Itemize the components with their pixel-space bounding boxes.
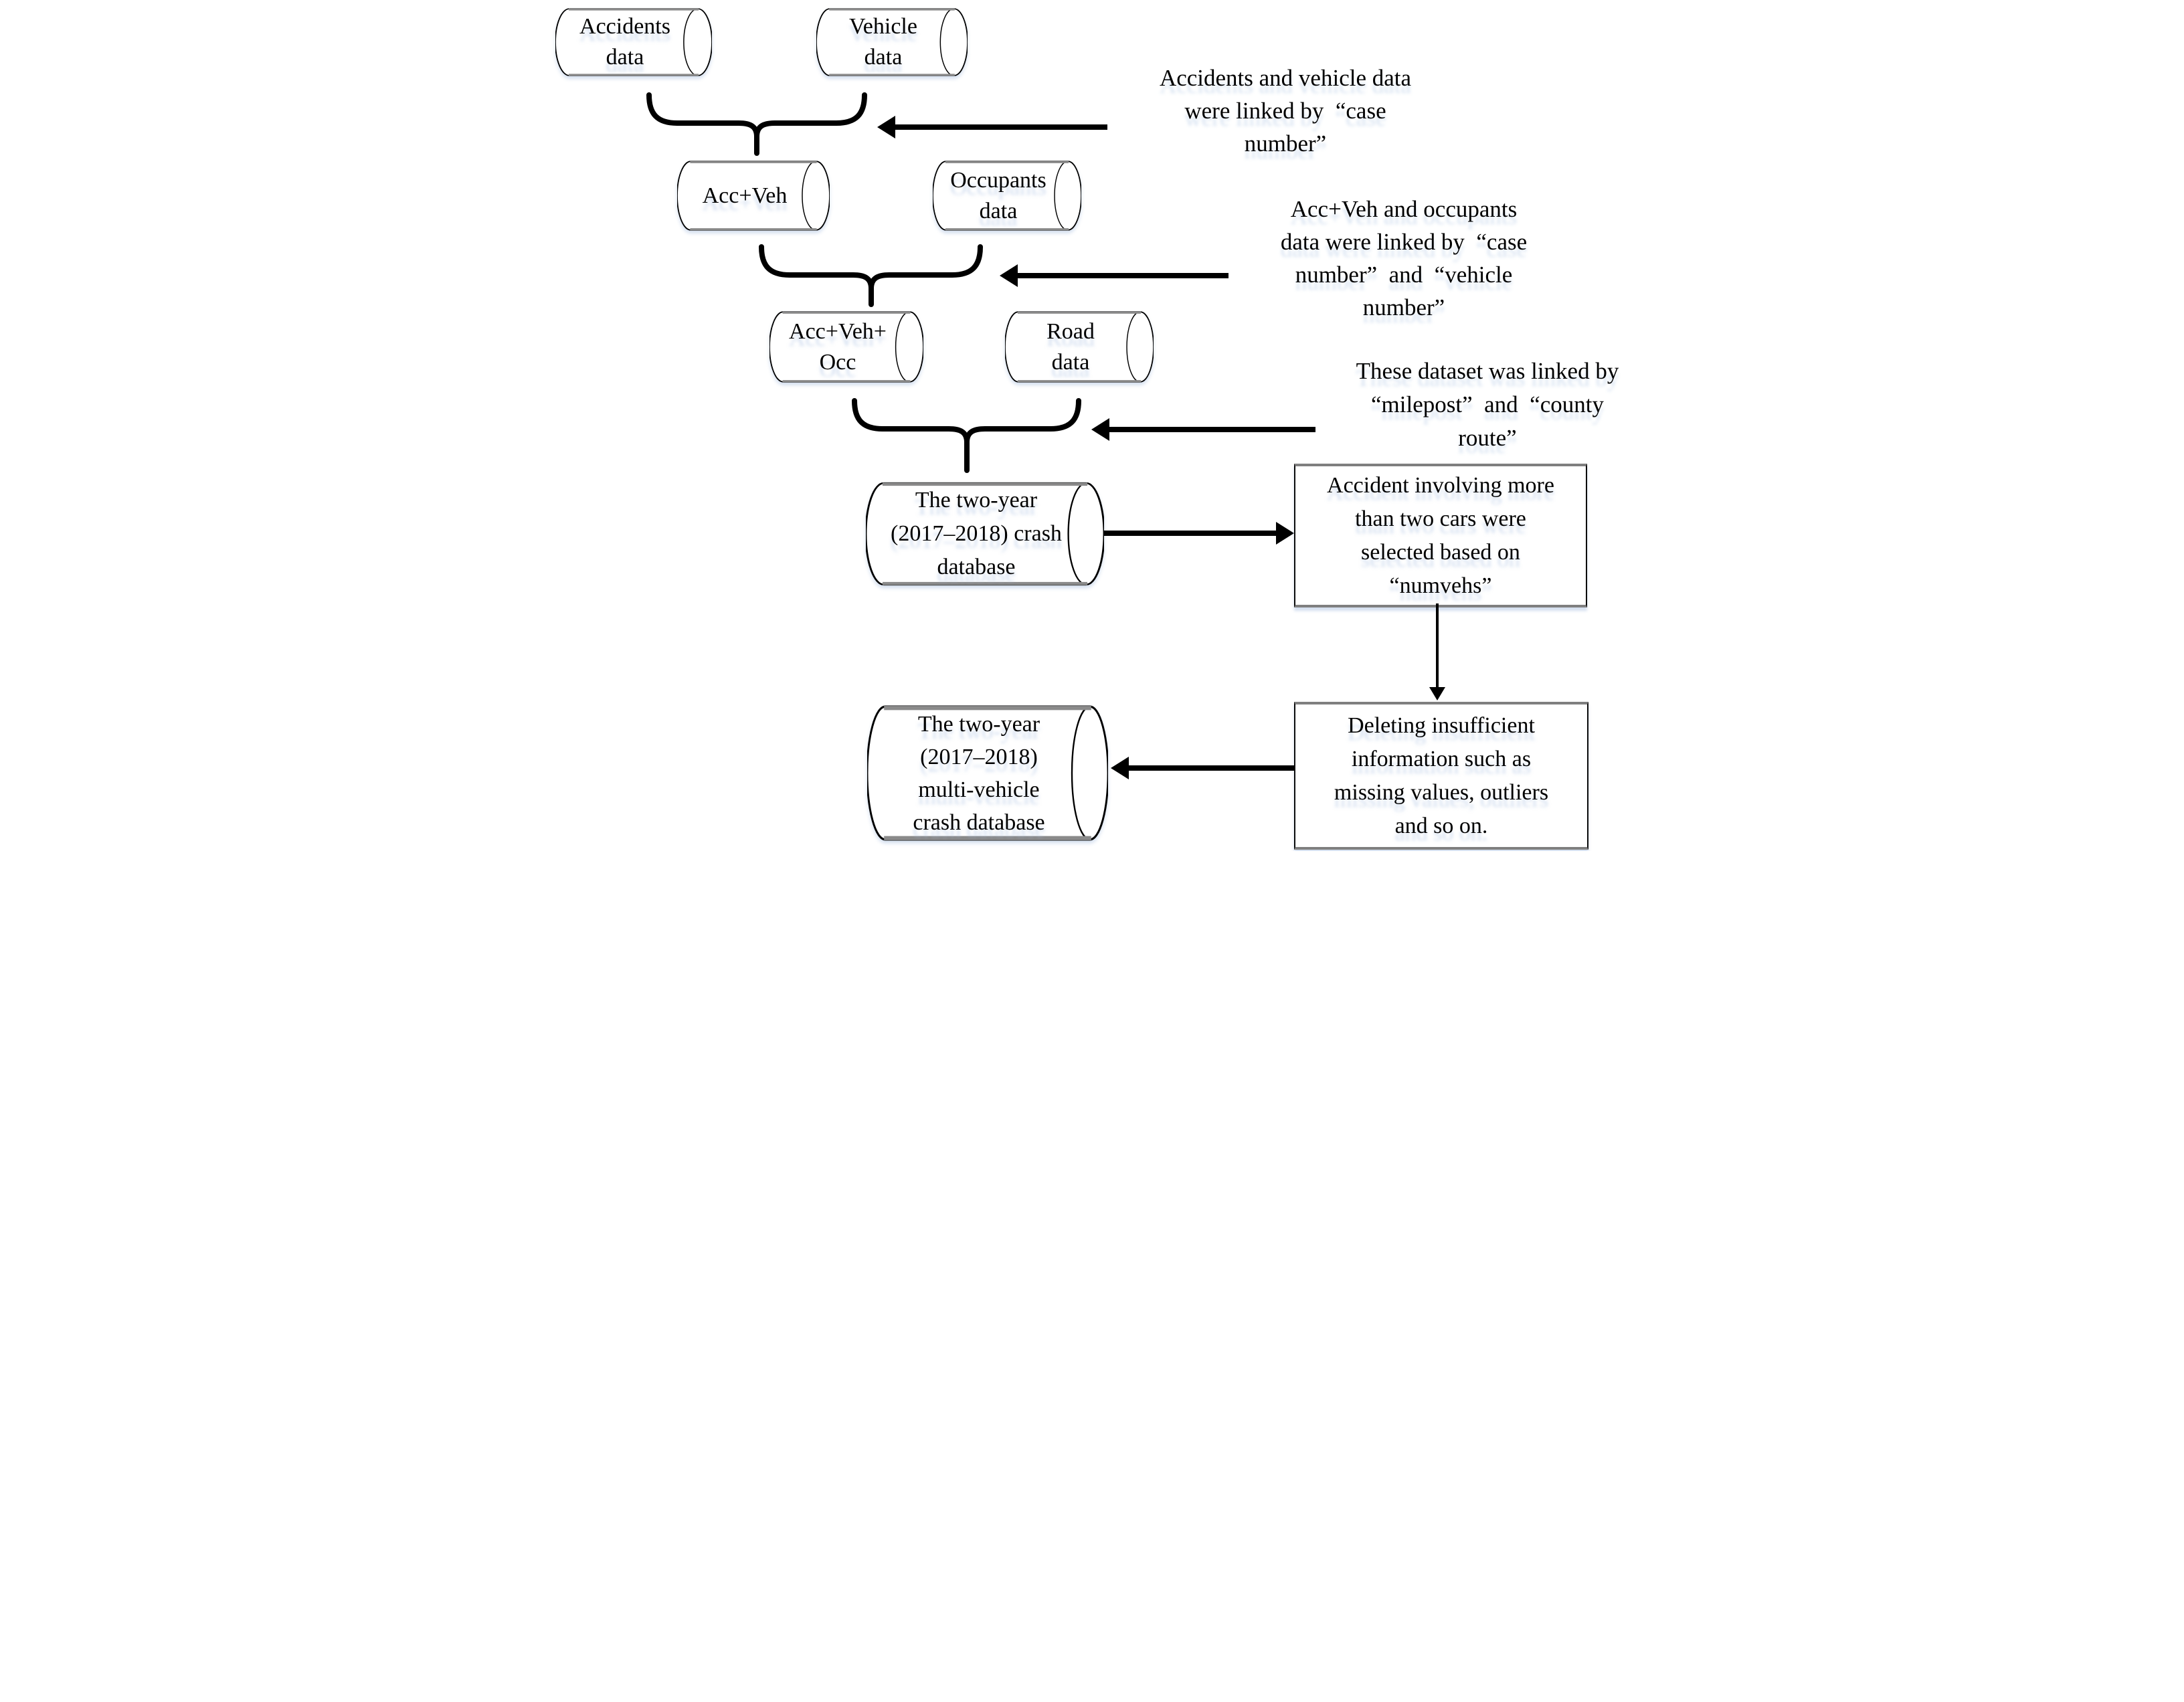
cylinder-shape-icon — [866, 482, 1104, 586]
annotation-link-case-number: Accidents and vehicle data were linked b… — [1159, 65, 1412, 157]
flow-diagram: Accidents data Vehicle data Accidents an… — [546, 0, 1638, 851]
cylinder-accidents-data: Accidents data — [555, 7, 712, 77]
merge-brace-2 — [759, 244, 983, 307]
arrow-shaft — [893, 124, 1107, 130]
annotation-arrow-2 — [1000, 264, 1228, 287]
cylinder-shape-icon — [867, 705, 1108, 841]
arrowhead-left-icon — [1000, 264, 1018, 287]
process-box-label: Accident involving more than two cars we… — [1327, 472, 1554, 598]
cylinder-label: Occupants data — [950, 167, 1046, 223]
arrow-shaft — [1436, 603, 1439, 688]
cylinder-shape-icon — [1005, 311, 1154, 383]
cylinder-label: The two-year (2017–2018) multi-vehicle c… — [913, 711, 1045, 835]
cylinder-road-data: Road data — [1005, 310, 1154, 383]
annotation-link-case-vehicle-number: Acc+Veh and occupants data were linked b… — [1280, 196, 1528, 320]
arrow-shaft — [1104, 531, 1278, 536]
cylinder-shape-icon — [555, 8, 712, 76]
annotation-arrow-1 — [877, 116, 1107, 138]
cylinder-shape-icon — [769, 311, 923, 383]
arrow-shaft — [1016, 273, 1228, 278]
process-arrow-to-select — [1104, 522, 1294, 545]
process-arrow-down — [1429, 603, 1445, 700]
cylinder-label: Accidents data — [579, 14, 670, 70]
merge-brace-3 — [852, 398, 1081, 473]
cylinder-multi-vehicle-crash-database: The two-year (2017–2018) multi-vehicle c… — [867, 704, 1108, 842]
process-box-delete-insufficient: Deleting insufficient information such a… — [1294, 702, 1588, 850]
cylinder-acc-veh: Acc+Veh — [677, 160, 830, 231]
cylinder-two-year-crash-database: The two-year (2017–2018) crash database — [866, 481, 1104, 587]
arrowhead-left-icon — [877, 116, 895, 138]
merge-brace-1 — [646, 92, 867, 156]
arrow-shaft — [1127, 765, 1294, 771]
arrowhead-down-icon — [1429, 687, 1445, 700]
cylinder-label: Acc+Veh — [702, 183, 788, 208]
arrowhead-left-icon — [1111, 757, 1129, 779]
arrow-shaft — [1107, 427, 1315, 432]
process-box-label: Deleting insufficient information such a… — [1334, 713, 1549, 838]
arrowhead-right-icon — [1276, 522, 1294, 545]
cylinder-shape-icon — [933, 161, 1081, 231]
annotation-link-milepost-county: These dataset was linked by “milepost” a… — [1356, 358, 1619, 451]
process-box-select-numvehs: Accident involving more than two cars we… — [1294, 464, 1587, 607]
cylinder-occupants-data: Occupants data — [933, 160, 1081, 231]
arrowhead-left-icon — [1091, 418, 1109, 441]
cylinder-vehicle-data: Vehicle data — [816, 7, 968, 77]
cylinder-label: The two-year (2017–2018) crash database — [891, 488, 1062, 579]
cylinder-acc-veh-occ: Acc+Veh+ Occ — [769, 310, 923, 383]
cylinder-shape-icon — [677, 161, 830, 231]
cylinder-label: Road data — [1046, 318, 1095, 375]
cylinder-label: Acc+Veh+ Occ — [789, 318, 887, 375]
annotation-arrow-3 — [1091, 418, 1315, 441]
cylinder-shape-icon — [816, 8, 968, 76]
process-arrow-to-multivehicle — [1111, 757, 1294, 779]
cylinder-label: Vehicle data — [849, 14, 917, 70]
